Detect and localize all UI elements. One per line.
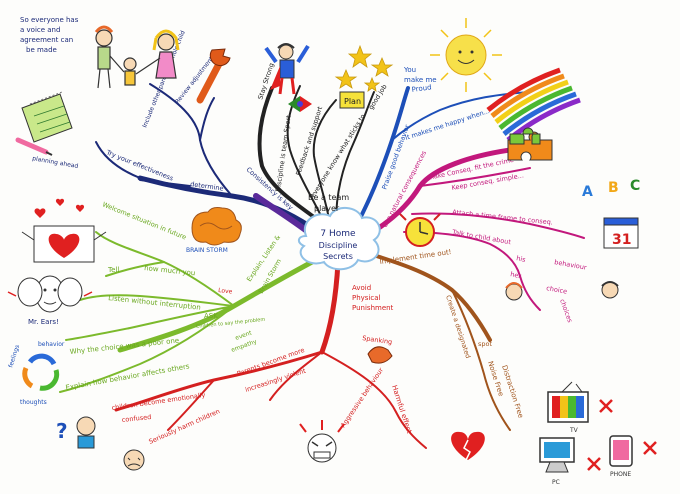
tell-label: Tell: [107, 266, 119, 274]
letter-a: A: [582, 184, 593, 200]
behaviour-label: behaviour: [554, 258, 588, 272]
behavior-cycle-label: behavior: [38, 341, 65, 348]
avoid-label-1: Avoid: [352, 284, 371, 292]
welcome-label: Welcome situation in future: [101, 200, 187, 241]
plan-icon: Plan: [339, 91, 365, 109]
stay-strong-label: Stay Strong: [256, 62, 275, 101]
his-label: his: [516, 254, 527, 264]
avoid-label-2: Physical: [352, 294, 381, 302]
brain-icon: BRAIN STORM: [186, 207, 242, 254]
notepad-icon: [15, 91, 73, 156]
her-label: her: [510, 270, 523, 280]
love-label: Love: [218, 287, 233, 295]
choice-label: choice: [546, 284, 568, 296]
red-branch: [114, 259, 427, 449]
ask-label: ASK: [204, 312, 218, 320]
letter-c: C: [630, 178, 640, 194]
you-make-me-2: make me: [404, 76, 437, 84]
green-branch: [59, 231, 315, 393]
superhero-icon: [264, 43, 310, 95]
family-icon: [94, 25, 180, 89]
rainbow-icon: [486, 67, 581, 142]
thoughts-label: thoughts: [20, 399, 47, 406]
tv-label: TV: [569, 427, 579, 434]
calendar-icon: 31: [603, 217, 639, 249]
calendar-day: 31: [612, 232, 631, 248]
question-child-icon: ?: [56, 416, 96, 449]
abc-blocks: A B C: [582, 178, 640, 200]
talk-label: Talk to child about: [451, 228, 512, 246]
confused-label: confused: [121, 413, 151, 424]
feelings-label: feelings: [7, 344, 21, 369]
how-much-label: how much you: [144, 264, 196, 277]
empathy-label: empathy: [230, 338, 258, 354]
plan-label: Plan: [344, 97, 361, 106]
avoid-label-3: Punishment: [352, 304, 394, 312]
red-labels: Avoid Physical Punishment Spanking Harmf…: [111, 284, 413, 446]
proud-label: Proud: [411, 83, 432, 94]
choices-label: choices: [558, 298, 574, 324]
note-line-4: be made: [26, 46, 57, 54]
sun-icon: [430, 18, 502, 92]
pc-label: PC: [552, 479, 560, 486]
central-topic: 7 Home Discipline Secrets: [298, 207, 381, 271]
you-make-me-1: You: [403, 66, 416, 74]
time-frame-label: Attach a time frame to conseq.: [452, 208, 553, 227]
team-player-label-2: player: [314, 204, 340, 213]
children-label: children become emotionally: [111, 391, 206, 412]
phone-label: PHONE: [610, 471, 631, 478]
note-line-1: So everyone has: [20, 16, 79, 24]
puzzle-icon: [507, 127, 553, 161]
letter-b: B: [608, 180, 619, 196]
hand-icon: [367, 346, 393, 364]
tv-icon: TV: [547, 381, 613, 434]
spot-label: spot: [478, 340, 492, 348]
spanking-label: Spanking: [362, 334, 393, 346]
heart-sign-icon: [21, 198, 107, 263]
crying-face-icon: [123, 449, 145, 471]
time-out-label: Implement time out!: [379, 248, 452, 266]
brown-branch: [362, 250, 511, 431]
puzzle-star-icon: [288, 96, 312, 112]
makes-happy-label: It makes me happy when...: [404, 107, 490, 142]
svg-text:?: ?: [56, 419, 68, 443]
pc-icon: PC: [539, 437, 601, 486]
center-line-2: Discipline: [319, 241, 358, 250]
broken-heart-icon: [451, 431, 485, 461]
explain-how-label: Explain how behavior affects others: [65, 362, 190, 392]
note-line-2: a voice and: [20, 26, 60, 34]
feedback-label: Feedback and support: [294, 105, 324, 177]
phone-icon: PHONE: [609, 435, 657, 478]
mr-ears-label: Mr. Ears!: [28, 318, 59, 326]
mr-ears-icon: Mr. Ears!: [7, 275, 93, 326]
angry-face-icon: [299, 420, 345, 463]
team-sport-label: Discipline is team Sport: [274, 114, 293, 192]
center-line-3: Secrets: [323, 252, 353, 261]
team-player-label-1: Be a team: [308, 193, 349, 202]
alarm-clock-icon: [399, 213, 441, 247]
brain-storm-caption: BRAIN STORM: [186, 247, 228, 254]
planning-label: planning ahead: [32, 155, 79, 170]
wrench-icon: [196, 48, 231, 104]
note-line-3: agreement can: [20, 36, 73, 44]
cycle-arrows-icon: [22, 353, 60, 391]
center-line-1: 7 Home: [320, 229, 356, 239]
stars-icon: [334, 44, 394, 92]
child-face-icon: [505, 281, 619, 301]
magenta-branch: [363, 147, 585, 311]
navy-branch: [95, 83, 321, 235]
